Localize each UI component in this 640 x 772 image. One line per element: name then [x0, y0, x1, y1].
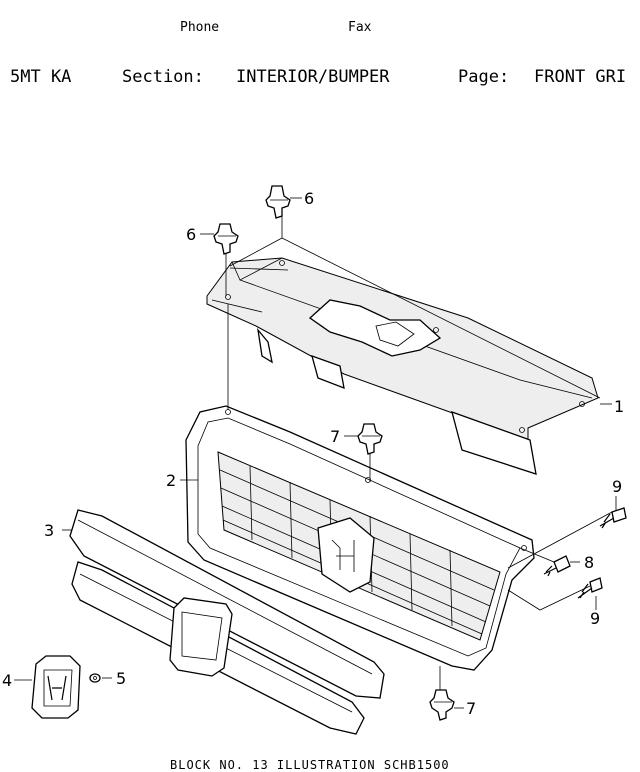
grille-frame-part[interactable]: [185, 405, 535, 671]
leader-lines: [14, 197, 617, 709]
callout-3: 3: [44, 521, 54, 540]
fax-label: Fax: [348, 20, 372, 35]
model-code: 5MT KA: [10, 67, 72, 87]
callout-5: 5: [116, 669, 126, 688]
emblem-nut-part[interactable]: [89, 673, 101, 683]
clip-lower-part[interactable]: [429, 689, 455, 721]
section-value: INTERIOR/BUMPER: [236, 67, 390, 87]
footer-text: BLOCK NO. 13 ILLUSTRATION SCHB1500: [170, 758, 450, 772]
callout-9-lower: 9: [590, 609, 600, 628]
screw-9-lower-part[interactable]: [577, 577, 603, 599]
emblem-part[interactable]: [31, 655, 81, 719]
clip-left-part[interactable]: [213, 223, 239, 255]
callout-2: 2: [166, 471, 176, 490]
callout-4: 4: [2, 671, 12, 690]
upper-cover-part[interactable]: [206, 257, 599, 475]
page-label: Page:: [458, 67, 510, 87]
callout-6-upper: 6: [304, 189, 314, 208]
clip-center-part[interactable]: [357, 423, 383, 455]
callout-8: 8: [584, 553, 594, 572]
clip-upper-part[interactable]: [265, 185, 291, 219]
callout-1: 1: [614, 397, 624, 416]
phone-label: Phone: [180, 20, 220, 35]
callout-7-lower: 7: [466, 699, 476, 718]
callout-6-left: 6: [186, 225, 196, 244]
page-value: FRONT GRI: [534, 67, 627, 87]
molding-emblem-part[interactable]: [169, 597, 233, 677]
callout-9-upper: 9: [612, 477, 622, 496]
section-label: Section:: [122, 67, 204, 87]
callout-7-center: 7: [330, 427, 340, 446]
screw-9-upper-part[interactable]: [599, 507, 627, 529]
screw-8-part[interactable]: [543, 555, 571, 577]
